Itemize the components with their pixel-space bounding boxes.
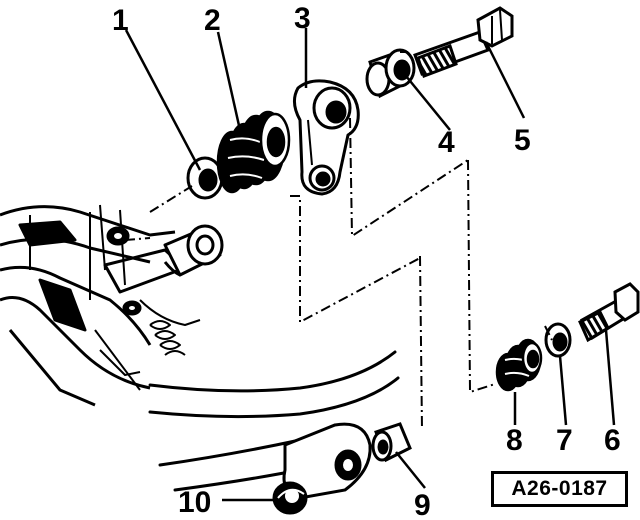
leader-7 [558, 355, 568, 426]
part-9-sleeve [371, 422, 412, 463]
part-8-bushing [495, 338, 543, 392]
callout-5: 5 [514, 124, 531, 157]
leader-9 [395, 451, 426, 489]
reference-code-box: A26-0187 [491, 471, 628, 507]
callout-9: 9 [414, 489, 431, 520]
part-10-nut [272, 481, 308, 515]
leader-4 [405, 75, 451, 131]
leader-1 [124, 29, 202, 171]
subframe [0, 204, 224, 407]
part-5-bolt [413, 6, 514, 78]
callout-10: 10 [178, 486, 211, 519]
callout-8: 8 [506, 424, 523, 457]
callout-4: 4 [438, 126, 455, 159]
part-4-spacer [365, 48, 416, 99]
callout-2: 2 [204, 4, 221, 37]
assembly-center-lines [124, 51, 553, 431]
leader-6 [604, 329, 616, 426]
leader-5 [484, 41, 526, 119]
part-2-bushing [216, 110, 291, 194]
part-6-bolt [578, 282, 640, 343]
reference-code: A26-0187 [511, 477, 608, 500]
part-7-washer [544, 322, 572, 358]
callout-1: 1 [112, 4, 129, 37]
stabilizer-bar [148, 350, 400, 500]
callout-7: 7 [556, 424, 573, 457]
callout-numbers: 1 2 3 4 5 6 7 8 9 10 [112, 2, 621, 520]
leader-2 [216, 31, 242, 131]
part-3-link-bracket [293, 79, 360, 196]
callout-6: 6 [604, 424, 621, 457]
callout-3: 3 [294, 2, 311, 35]
leader-lines [124, 28, 616, 502]
